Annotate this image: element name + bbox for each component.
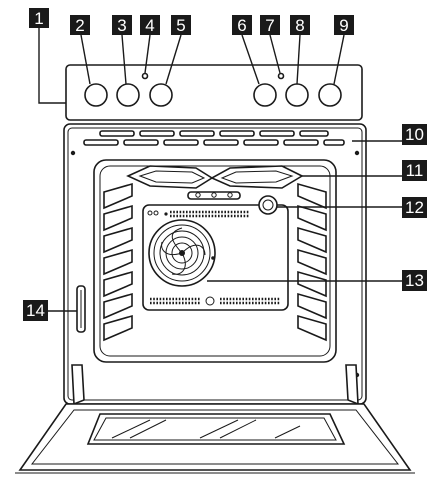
oven-door <box>15 403 415 474</box>
knob-3 <box>116 83 140 107</box>
svg-text:12: 12 <box>405 198 424 217</box>
back-panel-vent-top <box>147 210 250 218</box>
callout-1: 1 <box>29 8 49 28</box>
svg-text:4: 4 <box>145 16 154 35</box>
top-heating-element <box>126 165 304 200</box>
control-panel <box>65 64 363 121</box>
svg-text:3: 3 <box>117 16 126 35</box>
svg-text:5: 5 <box>176 16 185 35</box>
oven-cavity <box>93 159 337 363</box>
callout-8: 8 <box>290 15 310 35</box>
svg-text:13: 13 <box>405 271 424 290</box>
shelf-runners-right <box>297 182 327 342</box>
knob-9 <box>318 83 342 107</box>
shelf-runners-left <box>103 182 133 342</box>
callout-11: 11 <box>402 160 427 181</box>
hinges <box>71 364 359 406</box>
knob-5 <box>149 83 173 107</box>
callout-14: 14 <box>23 300 48 321</box>
callout-4: 4 <box>140 15 160 35</box>
callout-5: 5 <box>171 15 191 35</box>
callout-10: 10 <box>402 124 427 145</box>
svg-text:6: 6 <box>237 16 246 35</box>
indicator-lamp-4 <box>141 72 149 80</box>
callout-7: 7 <box>260 15 280 35</box>
svg-text:14: 14 <box>26 301 45 320</box>
svg-text:8: 8 <box>295 16 304 35</box>
cooling-vents <box>83 130 345 146</box>
svg-text:1: 1 <box>34 9 43 28</box>
callout-3: 3 <box>112 15 132 35</box>
knob-2 <box>84 83 108 107</box>
callout-12: 12 <box>402 197 427 218</box>
callout-2: 2 <box>70 15 90 35</box>
indicator-lamp-7 <box>277 72 285 80</box>
leader-lines <box>38 25 402 312</box>
knob-8 <box>285 83 309 107</box>
callout-9: 9 <box>334 15 354 35</box>
fan <box>148 219 216 287</box>
svg-text:11: 11 <box>406 161 424 180</box>
door-latch <box>76 285 86 333</box>
back-panel-vent-bottom <box>150 296 280 306</box>
callout-13: 13 <box>402 270 427 291</box>
svg-text:10: 10 <box>405 125 424 144</box>
svg-text:2: 2 <box>75 16 84 35</box>
callout-6: 6 <box>232 15 252 35</box>
oven-lamp <box>258 195 278 215</box>
svg-text:9: 9 <box>339 16 348 35</box>
knob-6 <box>253 83 277 107</box>
svg-text:7: 7 <box>265 16 274 35</box>
